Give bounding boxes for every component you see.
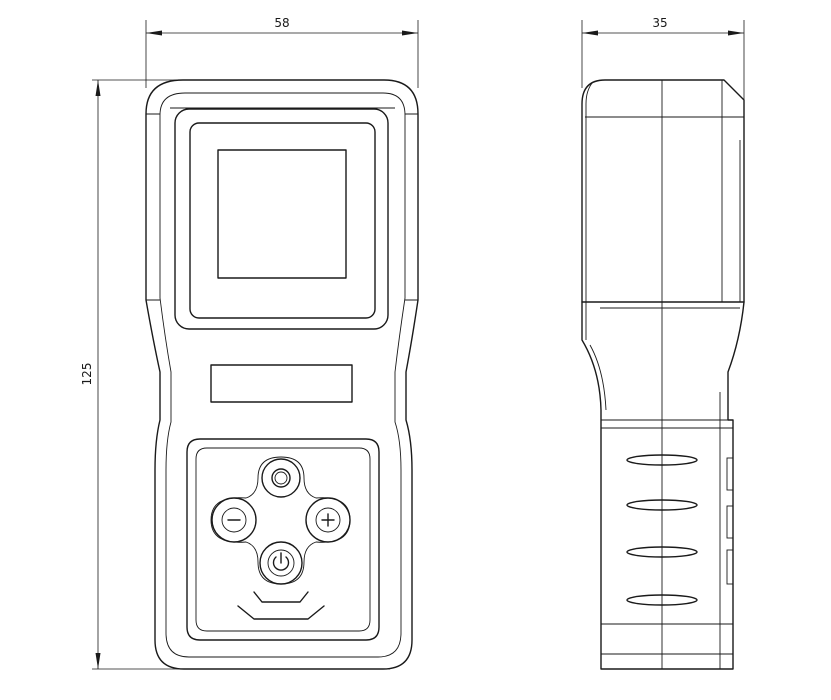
- device-body-inner-contour: [159, 92, 406, 658]
- label-plate: [210, 364, 353, 403]
- side-front-shell-line: [585, 81, 594, 340]
- circle-icon: [271, 468, 291, 488]
- height-dimension-label: 125: [80, 363, 94, 386]
- side-button-profiles: [726, 457, 734, 585]
- front-view: 58 125: [80, 16, 419, 670]
- depth-dimension: 35: [581, 16, 745, 100]
- plus-button[interactable]: [305, 497, 351, 543]
- minus-button[interactable]: [211, 497, 257, 543]
- depth-dimension-label: 35: [652, 16, 667, 30]
- plus-icon: [321, 513, 335, 527]
- width-dimension: 58: [145, 16, 419, 88]
- screen-bezel: [174, 108, 389, 330]
- side-grip-ridges: [626, 454, 698, 606]
- keypad-inner: [195, 447, 371, 632]
- button-bed: [210, 456, 351, 585]
- side-neck-curve: [589, 344, 607, 411]
- screen-frame: [189, 122, 376, 319]
- device-body-outline: [145, 79, 419, 670]
- keypad-outer: [186, 438, 380, 641]
- height-dimension: 125: [80, 79, 390, 670]
- grip-chevron-upper: [253, 591, 309, 603]
- side-view: 35: [581, 16, 745, 670]
- side-body-outline: [581, 79, 745, 670]
- grip-chevron-lower: [237, 605, 325, 620]
- ok-button[interactable]: [261, 458, 301, 498]
- power-icon: [272, 552, 290, 571]
- width-dimension-label: 58: [274, 16, 289, 30]
- lcd-screen: [217, 149, 347, 279]
- power-button[interactable]: [259, 541, 303, 585]
